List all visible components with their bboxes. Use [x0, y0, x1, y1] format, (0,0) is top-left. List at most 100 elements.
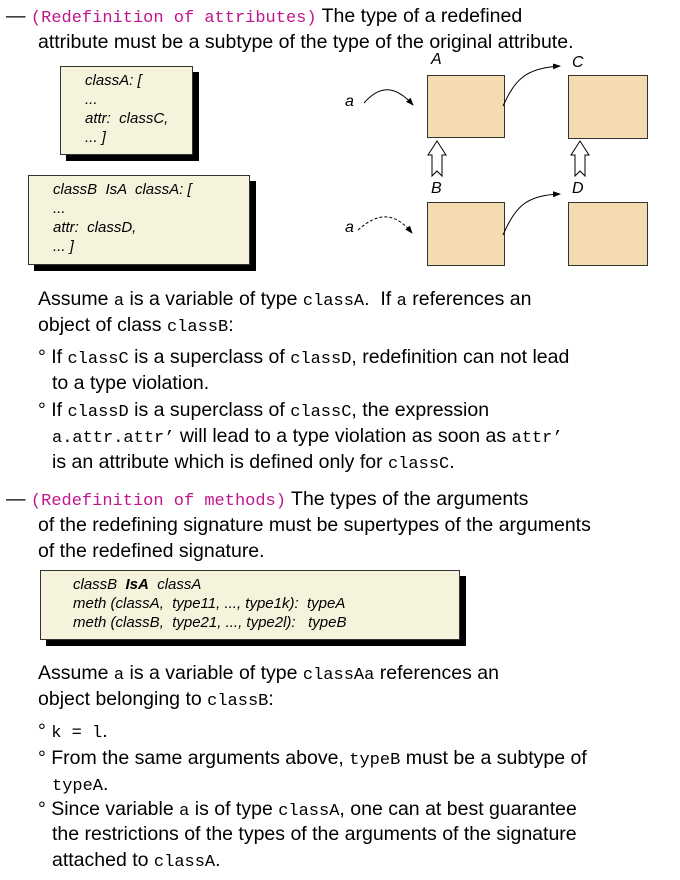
text-segment: is an attribute which is defined only fo…: [52, 451, 389, 473]
paragraph-assume-2: Assume a is a variable of type classAa r…: [38, 661, 499, 688]
text-segment: :: [228, 314, 234, 336]
text-segment: classC: [388, 455, 450, 474]
text-segment: , one can at best guarantee: [339, 798, 577, 820]
bullet-2: ° If classD is a superclass of classC, t…: [38, 398, 489, 425]
text-segment: ° Since variable: [38, 798, 180, 820]
dashed-arrow-a-to-B: [357, 216, 413, 234]
reference-arrow-a-to-A: [363, 89, 414, 106]
text-segment: typeA: [52, 777, 104, 796]
section-methods-line1: — (Redefinition of methods) The types of…: [6, 487, 528, 514]
text-segment: classB: [166, 318, 229, 337]
text-segment: Assume: [38, 288, 114, 310]
code-line: ... ]: [85, 129, 106, 146]
text-segment: object of class: [38, 314, 167, 336]
text-segment: is a superclass of: [128, 399, 291, 421]
text-segment: classD: [67, 403, 129, 422]
section-methods-line3: of the redefined signature.: [38, 540, 265, 562]
text-segment: typeB: [349, 751, 401, 770]
text-segment: references an: [374, 662, 499, 684]
code-line: classB IsA classA: [73, 575, 459, 594]
bullet-4: ° From the same arguments above, typeB m…: [38, 746, 587, 773]
text-segment: is a superclass of: [128, 346, 291, 368]
object-B: [427, 202, 505, 266]
code-line: meth (classA, type11, ..., type1k): type…: [73, 595, 346, 612]
code-line: ...: [53, 200, 66, 217]
text-segment: :: [268, 688, 274, 710]
section-attributes-line1: — (Redefinition of attributes) The type …: [6, 4, 522, 31]
text-segment: classA: [302, 292, 365, 311]
label-C: C: [572, 54, 584, 71]
text-segment: .: [215, 849, 221, 871]
text-segment: .: [102, 720, 108, 742]
text-segment: classC: [290, 403, 352, 422]
text-segment: ° If: [38, 399, 68, 421]
attr-arrow-B-to-D: [502, 191, 561, 236]
text-segment: classB: [207, 692, 269, 711]
text-segment: a: [113, 292, 125, 311]
isa-arrow-B-to-A: [427, 140, 447, 178]
text-segment: references an: [406, 288, 532, 310]
section-heading: (Redefinition of methods): [30, 492, 286, 511]
object-C: [568, 75, 648, 139]
text-segment: IsA: [125, 576, 149, 593]
bullet-3: ° k = l.: [38, 719, 108, 746]
text-segment: , redefinition can not lead: [351, 346, 570, 368]
label-D: D: [572, 180, 584, 197]
text-segment: , the expression: [351, 399, 490, 421]
text-segment: a: [113, 666, 125, 685]
attr-arrow-A-to-C: [502, 63, 561, 107]
text-segment: attr’: [511, 429, 563, 448]
text-segment: k = l: [51, 724, 103, 743]
code-line: attr: classC,: [85, 110, 169, 127]
code-line: ... ]: [53, 238, 74, 255]
text-segment: object belonging to: [38, 688, 208, 710]
method-signature-box: classB IsA classA meth (classA, type11, …: [40, 570, 460, 640]
code-line: classB IsA classA: [: [53, 181, 192, 198]
section-heading: (Redefinition of attributes): [30, 9, 317, 28]
section-attributes-line2: attribute must be a subtype of the type …: [38, 31, 574, 53]
variable-a-label: a: [345, 219, 354, 236]
text-segment: is a variable of type: [124, 662, 303, 684]
text-segment: a.attr.attr’: [52, 429, 175, 448]
label-A: A: [431, 51, 442, 68]
text-segment: must be a subtype of: [400, 747, 587, 769]
text-segment: The types of the arguments: [285, 488, 529, 510]
text-segment: .: [103, 773, 109, 795]
bullet-2-line2: a.attr.attr’ will lead to a type violati…: [52, 424, 563, 451]
variable-a-label: a: [345, 93, 354, 110]
classB-definition-box: classB IsA classA: [... attr: classD, ... …: [28, 175, 250, 265]
text: The type of a redefined: [316, 5, 523, 27]
text-segment: classA: [302, 666, 365, 685]
text-segment: ° If: [38, 346, 68, 368]
section-methods-line2: of the redefining signature must be supe…: [38, 514, 591, 536]
text-segment: is a variable of type: [124, 288, 303, 310]
paragraph-assume-1: Assume a is a variable of type classA. I…: [38, 287, 532, 314]
bullet-2-line3: is an attribute which is defined only fo…: [52, 450, 455, 477]
classA-definition-box: classA: [...attr: classC,... ]: [60, 66, 193, 155]
text-segment: a: [396, 292, 407, 311]
code-line: attr: classD,: [53, 219, 137, 236]
text-segment: is of type: [189, 798, 279, 820]
text-segment: classD: [290, 350, 352, 369]
dash: —: [6, 5, 26, 27]
text-segment: will lead to a type violation as soon as: [174, 425, 512, 447]
bullet-5-line3: attached to classA.: [52, 848, 221, 875]
text-segment: a: [364, 666, 375, 685]
bullet-1-line2: to a type violation.: [52, 372, 210, 394]
text-segment: classA: [148, 576, 202, 593]
code-line: ...: [85, 91, 98, 108]
bullet-5-line2: the restrictions of the types of the arg…: [52, 823, 577, 845]
code-line: meth (classB, type21, ..., type2l): type…: [73, 614, 347, 631]
text-segment: a: [179, 802, 190, 821]
bullet-5: ° Since variable a is of type classA, on…: [38, 797, 577, 824]
bullet-1: ° If classC is a superclass of classD, r…: [38, 345, 569, 372]
text-segment: °: [38, 720, 52, 742]
text-segment: classC: [67, 350, 129, 369]
object-D: [568, 202, 648, 266]
text-segment: .: [449, 451, 455, 473]
object-A: [427, 75, 505, 138]
text-segment: Assume: [38, 662, 114, 684]
text-segment: —: [6, 488, 26, 510]
label-B: B: [431, 180, 442, 197]
